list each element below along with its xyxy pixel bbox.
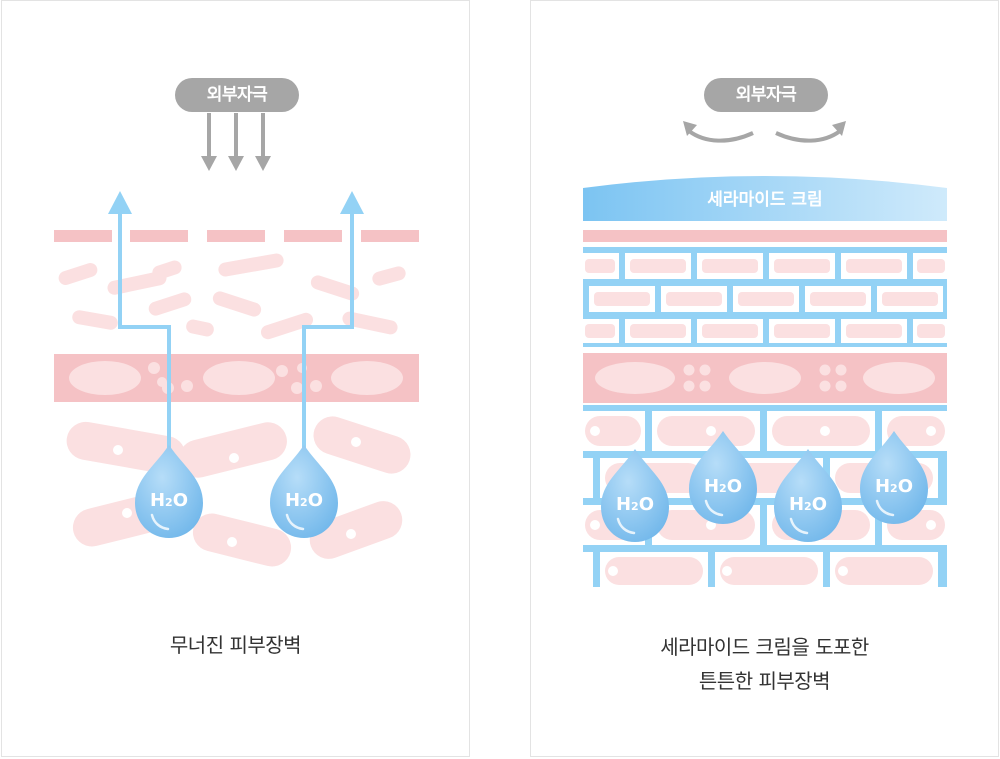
upper-brick-wall	[583, 247, 947, 347]
damaged-barrier-panel: H2O H2O 외부자극 무너진 피부장벽	[1, 0, 470, 757]
water-droplet: H2O	[135, 445, 203, 538]
healthy-barrier-panel: 세라마이드 크림	[530, 0, 999, 757]
cream-label: 세라마이드 크림	[707, 190, 822, 210]
svg-text:H2O: H2O	[875, 476, 913, 497]
svg-text:H2O: H2O	[150, 490, 188, 511]
svg-text:H2O: H2O	[616, 494, 654, 515]
droplet-label-sub: 2	[631, 500, 639, 513]
droplet-label-end: O	[173, 490, 188, 511]
cell-dots	[113, 437, 361, 547]
droplet-label-end: O	[308, 490, 323, 511]
droplet-label-sub: 2	[719, 482, 727, 495]
droplet-label-sub: 2	[804, 500, 812, 513]
droplet-label-end: O	[727, 476, 742, 497]
svg-text:H2O: H2O	[704, 476, 742, 497]
droplet-label: H	[285, 490, 300, 511]
droplet-label: H	[616, 494, 631, 515]
broken-top-layer	[54, 230, 419, 242]
top-pink-strip	[583, 230, 947, 242]
damaged-barrier-illustration: H2O H2O	[54, 113, 419, 567]
droplet-label: H	[789, 494, 804, 515]
healthy-barrier-illustration: 세라마이드 크림	[583, 121, 947, 587]
left-caption: 무너진 피부장벽	[169, 633, 302, 657]
scattered-cells	[58, 253, 406, 340]
droplet-label-sub: 2	[300, 496, 308, 509]
water-droplet: H2O	[860, 431, 928, 524]
droplet-label-end: O	[898, 476, 913, 497]
ceramide-cream-layer	[583, 176, 947, 221]
water-escape-paths	[118, 206, 354, 451]
droplet-label-sub: 2	[890, 482, 898, 495]
pink-cell-band	[583, 353, 947, 403]
right-caption-line2: 튼튼한 피부장벽	[698, 669, 831, 693]
escape-arrowheads	[108, 191, 364, 214]
water-droplet: H2O	[601, 449, 669, 542]
stimulus-pill: 외부자극	[175, 78, 299, 112]
droplet-label-end: O	[639, 494, 654, 515]
svg-text:H2O: H2O	[789, 494, 827, 515]
droplet-label-sub: 2	[165, 496, 173, 509]
water-droplet: H2O	[689, 431, 757, 524]
droplet-label: H	[150, 490, 165, 511]
lower-tilted-cells	[66, 416, 411, 567]
deflected-stimulus-arrows	[687, 129, 842, 143]
droplet-label: H	[704, 476, 719, 497]
stimulus-arrows	[201, 113, 271, 171]
svg-text:H2O: H2O	[285, 490, 323, 511]
stimulus-pill: 외부자극	[704, 78, 828, 112]
deflected-arrowheads	[683, 121, 846, 136]
droplet-label-end: O	[812, 494, 827, 515]
droplet-label: H	[875, 476, 890, 497]
water-droplet: H2O	[774, 449, 842, 542]
pink-cell-band	[54, 354, 419, 402]
water-droplet: H2O	[270, 445, 338, 538]
right-caption-line1: 세라마이드 크림을 도포한	[660, 635, 869, 659]
